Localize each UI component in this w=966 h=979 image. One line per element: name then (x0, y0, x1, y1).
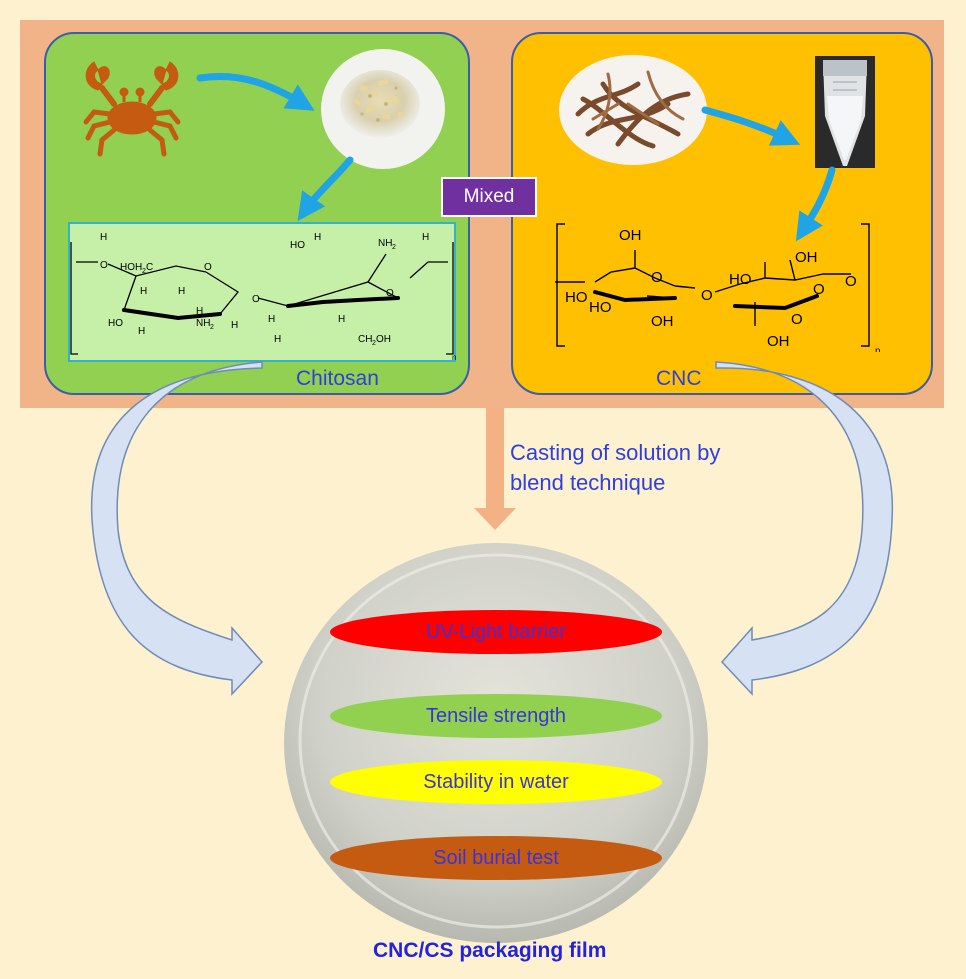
arrow-roots-to-vial (701, 106, 801, 146)
casting-arrow (474, 408, 516, 530)
cnc-structure: OH O HO HO OH O HO OH O O O OH n (555, 223, 881, 352)
property-oval-uv: UV-Light barrier (330, 610, 662, 654)
film-disc-photo (284, 543, 708, 943)
svg-text:O: O (701, 287, 713, 304)
arrow-crab-to-flakes (196, 72, 315, 111)
svg-text:O: O (813, 281, 825, 298)
film-label: CNC/CS packaging film (373, 939, 607, 962)
chitosan-label: Chitosan (296, 367, 379, 390)
chitosan-structure-box (68, 222, 456, 362)
svg-text:H: H (338, 314, 345, 325)
svg-text:H: H (422, 232, 429, 243)
cnc-vial-photo (815, 56, 875, 168)
property-label-stability: Stability in water (423, 771, 569, 793)
svg-text:OH: OH (767, 333, 790, 350)
property-label-soil: Soil burial test (433, 847, 559, 869)
svg-text:OH: OH (376, 334, 391, 345)
plant-roots-photo (559, 55, 707, 165)
svg-text:2: 2 (392, 244, 396, 251)
svg-text:O: O (252, 294, 260, 305)
chitosan-flakes-photo (321, 49, 445, 169)
svg-text:H: H (100, 232, 107, 243)
svg-text:HO: HO (565, 289, 588, 306)
svg-text:O: O (845, 273, 857, 290)
svg-text:HOH: HOH (120, 262, 142, 273)
svg-text:C: C (146, 262, 153, 273)
svg-text:H: H (196, 306, 203, 317)
arrow-flakes-to-structure (297, 156, 354, 222)
svg-text:H: H (178, 286, 185, 297)
svg-text:n: n (452, 353, 456, 362)
casting-line-1: Casting of solution by (510, 440, 721, 465)
arrow-vial-to-structure (795, 166, 836, 242)
svg-text:2: 2 (372, 340, 376, 347)
svg-text:O: O (791, 311, 803, 328)
svg-text:H: H (314, 232, 321, 243)
svg-text:O: O (386, 288, 394, 299)
svg-text:CH: CH (358, 334, 372, 345)
cnc-label: CNC (656, 367, 702, 390)
svg-text:NH: NH (196, 318, 210, 329)
left-curved-arrow (90, 361, 264, 696)
svg-text:H: H (274, 334, 281, 345)
svg-text:n: n (875, 346, 881, 352)
svg-text:2: 2 (142, 268, 146, 275)
svg-text:OH: OH (651, 313, 674, 330)
property-oval-tensile: Tensile strength (330, 694, 662, 738)
mixed-label: Mixed (441, 177, 537, 217)
svg-text:O: O (204, 262, 212, 273)
casting-line-2: blend technique (510, 470, 666, 495)
right-curved-arrow (715, 361, 894, 696)
property-oval-stability: Stability in water (330, 760, 662, 804)
crab-icon (83, 61, 181, 157)
svg-text:OH: OH (619, 227, 642, 244)
svg-text:HO: HO (589, 299, 612, 316)
svg-text:H: H (268, 314, 275, 325)
svg-text:2: 2 (210, 324, 214, 331)
svg-text:HO: HO (290, 240, 305, 251)
svg-text:HO: HO (729, 271, 752, 288)
svg-text:O: O (651, 269, 663, 286)
svg-text:H: H (231, 320, 238, 331)
svg-text:H: H (138, 326, 145, 337)
svg-text:H: H (140, 286, 147, 297)
svg-text:O: O (100, 260, 108, 271)
svg-text:OH: OH (795, 249, 818, 266)
svg-text:HO: HO (108, 318, 123, 329)
property-label-uv: UV-Light barrier (425, 621, 567, 643)
svg-text:NH: NH (378, 238, 392, 249)
property-oval-soil: Soil burial test (330, 836, 662, 880)
property-label-tensile: Tensile strength (425, 705, 567, 727)
